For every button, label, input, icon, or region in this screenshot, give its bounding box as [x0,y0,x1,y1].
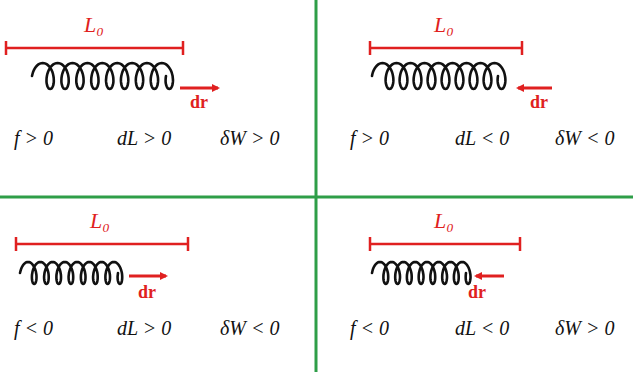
spring-coils [20,63,505,284]
length-label: L₀ [90,208,110,234]
displacement-label: dr [138,282,156,304]
spring-coil [372,63,505,89]
spring-coil [372,262,471,284]
sign-relation: δW < 0 [220,316,279,340]
divider-line [0,196,633,199]
sign-relation: f > 0 [14,126,53,150]
sign-relation: f < 0 [350,316,389,340]
sign-relation: δW < 0 [555,126,614,150]
displacement-arrows [129,88,552,276]
spring-coil [32,63,173,89]
divider-line [315,0,318,372]
sign-relation: δW > 0 [555,316,614,340]
displacement-label: dr [530,92,548,114]
length-brackets [6,41,522,251]
displacement-label: dr [468,282,486,304]
length-label: L₀ [434,208,454,234]
length-label: L₀ [84,12,104,38]
sign-relation: dL < 0 [455,316,509,340]
sign-relation: δW > 0 [220,126,279,150]
spring-coil [20,262,122,284]
sign-relation: f < 0 [14,316,53,340]
sign-relation: dL > 0 [117,316,171,340]
sign-relation: f > 0 [350,126,389,150]
displacement-label: dr [190,92,208,114]
sign-relation: dL < 0 [455,126,509,150]
length-label: L₀ [434,12,454,38]
sign-relation: dL > 0 [117,126,171,150]
